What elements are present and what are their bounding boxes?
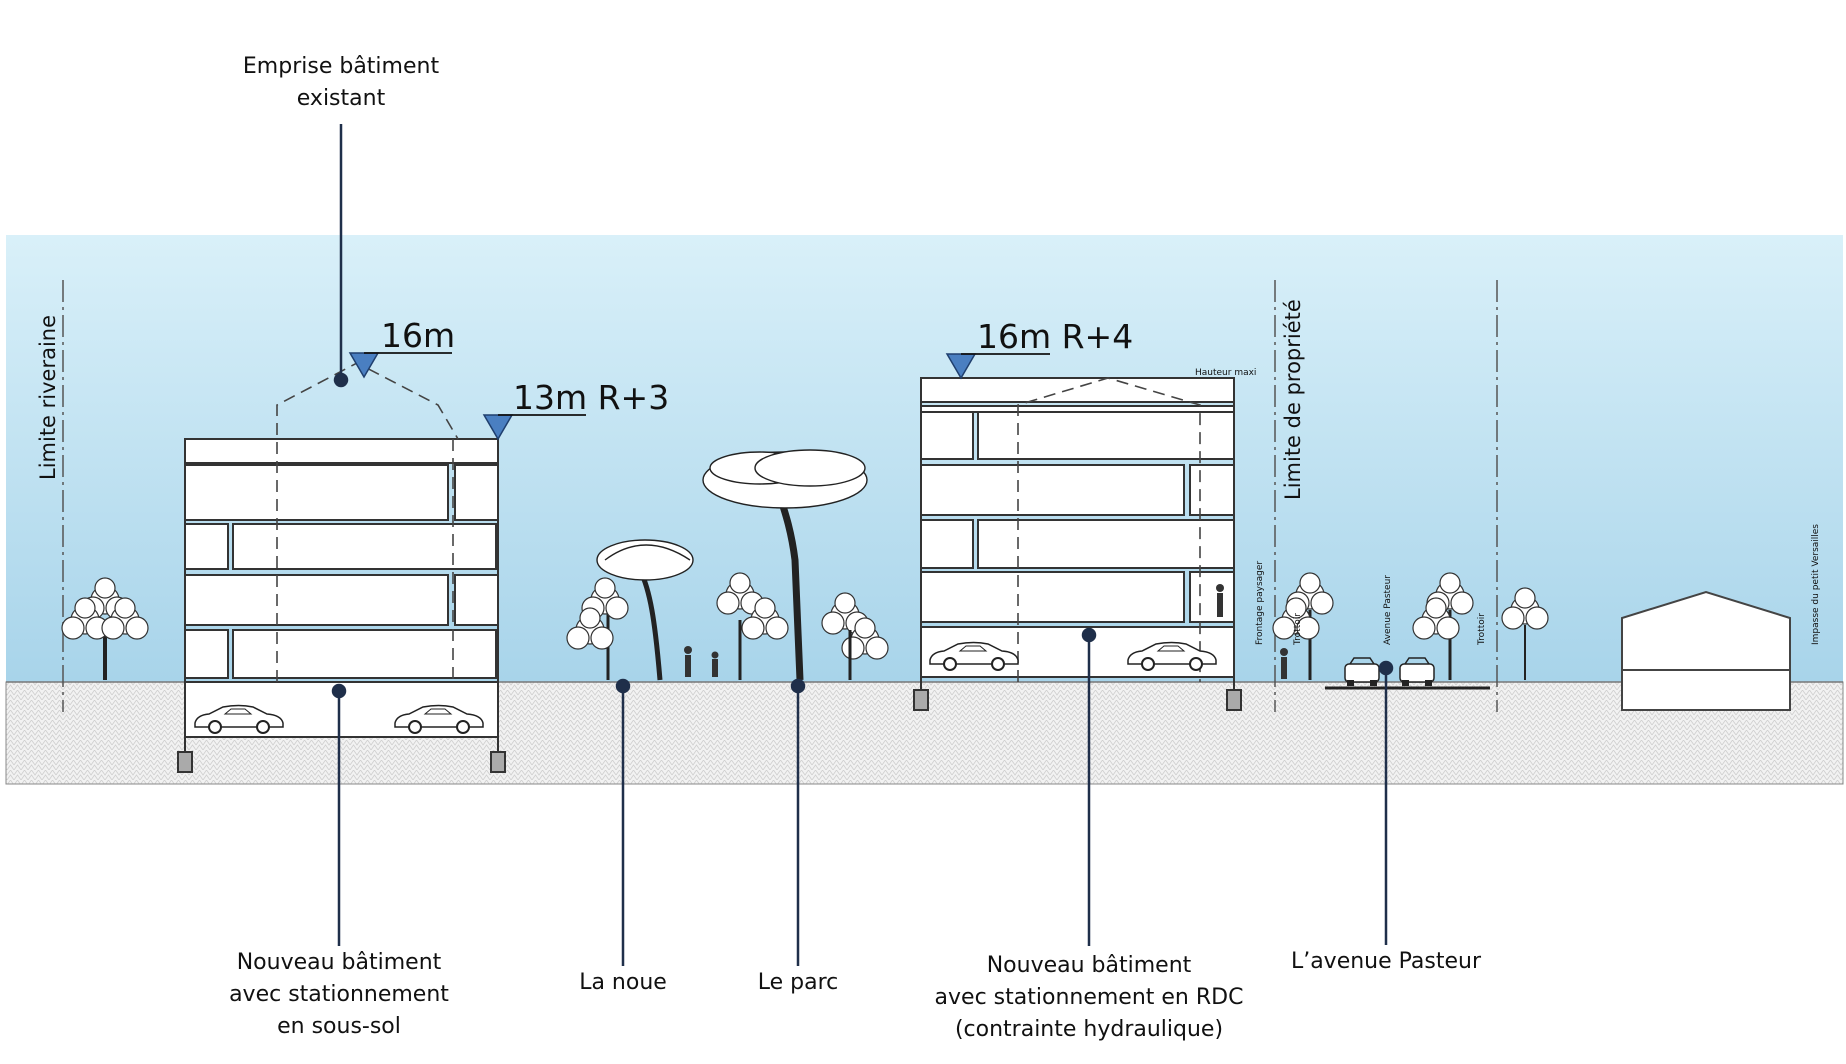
label-line: Emprise bâtiment (242, 54, 440, 79)
limite-riveraine-text: Limite riveraine (36, 315, 60, 480)
label-avenue-pasteur: L’avenue Pasteur (1266, 946, 1506, 978)
people (684, 584, 1288, 679)
label-line: Nouveau bâtiment (236, 950, 442, 975)
existing-house (1621, 590, 1791, 711)
level-marker-left-roof (482, 414, 586, 441)
label-nouveau-batiment-1: Nouveau bâtiment avec stationnement en s… (199, 947, 479, 1043)
trees (61, 449, 1549, 681)
level-left-roof-text: 13m R+3 (513, 378, 669, 417)
label-line: L’avenue Pasteur (1290, 949, 1482, 974)
right-existing-outline (1017, 377, 1201, 682)
trottoir1-text: Trottoir (1293, 613, 1303, 646)
label-line: avec stationnement en RDC (934, 985, 1244, 1010)
avenue-pasteur-vertical-text: Avenue Pasteur (1383, 575, 1393, 645)
label-line: avec stationnement (229, 982, 449, 1007)
level-marker-left-top (348, 352, 452, 379)
level-right-top-text: 16m R+4 (977, 317, 1133, 356)
level-left-top-text: 16m (381, 316, 455, 355)
label-line: La noue (579, 970, 667, 995)
level-marker-right-top (945, 353, 1050, 380)
limite-propriete-text: Limite de propriété (1281, 299, 1305, 500)
right-building (913, 377, 1242, 711)
hauteur-maxi-text: Hauteur maxi (1195, 368, 1256, 378)
frontage-text: Frontage paysager (1255, 561, 1265, 645)
label-line: (contrainte hydraulique) (954, 1017, 1224, 1042)
label-emprise-batiment: Emprise bâtiment existant (221, 51, 461, 115)
label-le-parc: Le parc (718, 967, 878, 999)
impasse-text: Impasse du petit Versailles (1811, 524, 1821, 645)
label-la-noue: La noue (543, 967, 703, 999)
label-line: Nouveau bâtiment (986, 953, 1192, 978)
leader-lines (331, 124, 1394, 966)
label-line: en sous-sol (277, 1014, 401, 1039)
label-nouveau-batiment-2: Nouveau bâtiment avec stationnement en R… (919, 950, 1259, 1046)
trottoir2-text: Trottoir (1477, 613, 1487, 646)
label-line: Le parc (757, 970, 839, 995)
label-line: existant (296, 86, 386, 111)
